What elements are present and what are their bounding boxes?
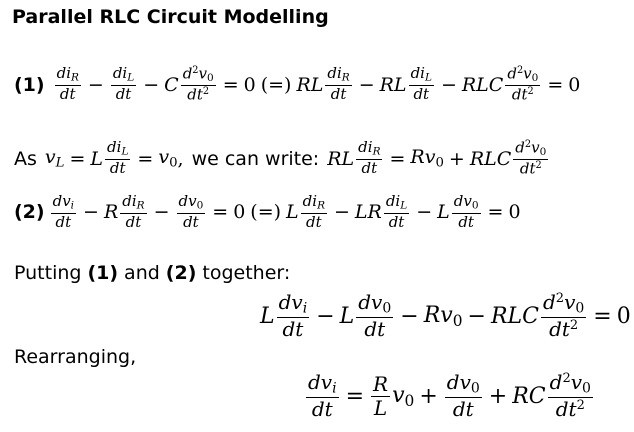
as-text: As xyxy=(14,147,37,170)
label-1: (1) xyxy=(14,73,45,96)
putting-together-text: Putting (1) and (2) together: xyxy=(14,262,291,284)
we-can-write-text: we can write: xyxy=(191,147,320,170)
page-title: Parallel RLC Circuit Modelling xyxy=(12,6,329,28)
rearranging-text: Rearranging, xyxy=(14,346,137,368)
label-2: (2) xyxy=(14,201,45,224)
